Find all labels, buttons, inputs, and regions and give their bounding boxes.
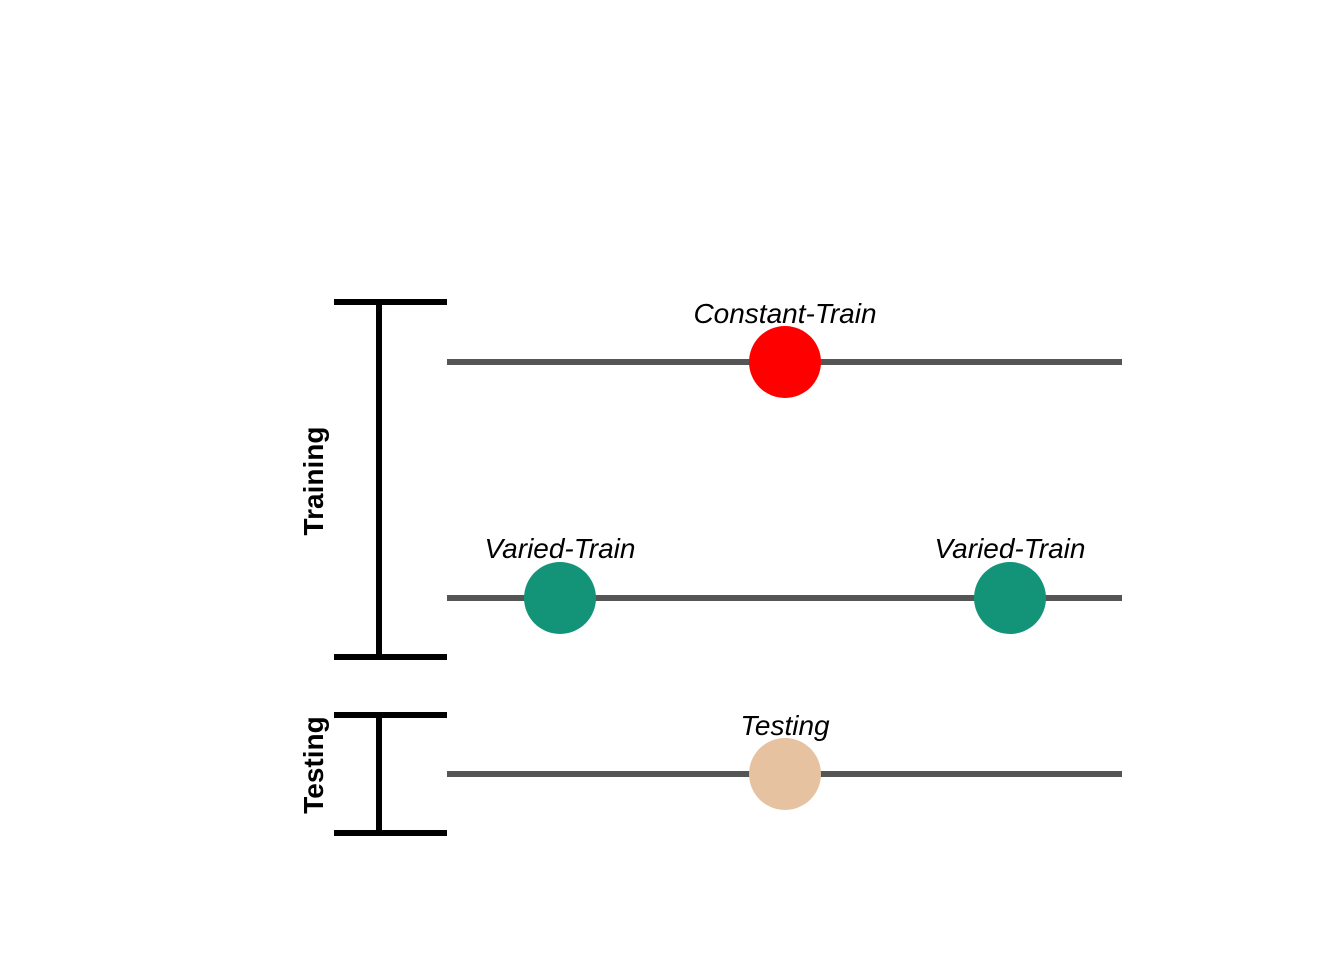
training-bracket [334, 299, 447, 660]
varied-train-label-left: Varied-Train [485, 533, 636, 564]
varied-train-point-left [524, 562, 596, 634]
constant-train-point [749, 326, 821, 398]
varied-train-label-right: Varied-Train [935, 533, 1086, 564]
testing-bracket [334, 712, 447, 836]
testing-point [749, 738, 821, 810]
training-group-label: Training [298, 427, 329, 536]
testing-label: Testing [740, 710, 830, 741]
varied-train-point-right [974, 562, 1046, 634]
testing-group-label: Testing [298, 716, 329, 813]
constant-train-label: Constant-Train [693, 298, 876, 329]
